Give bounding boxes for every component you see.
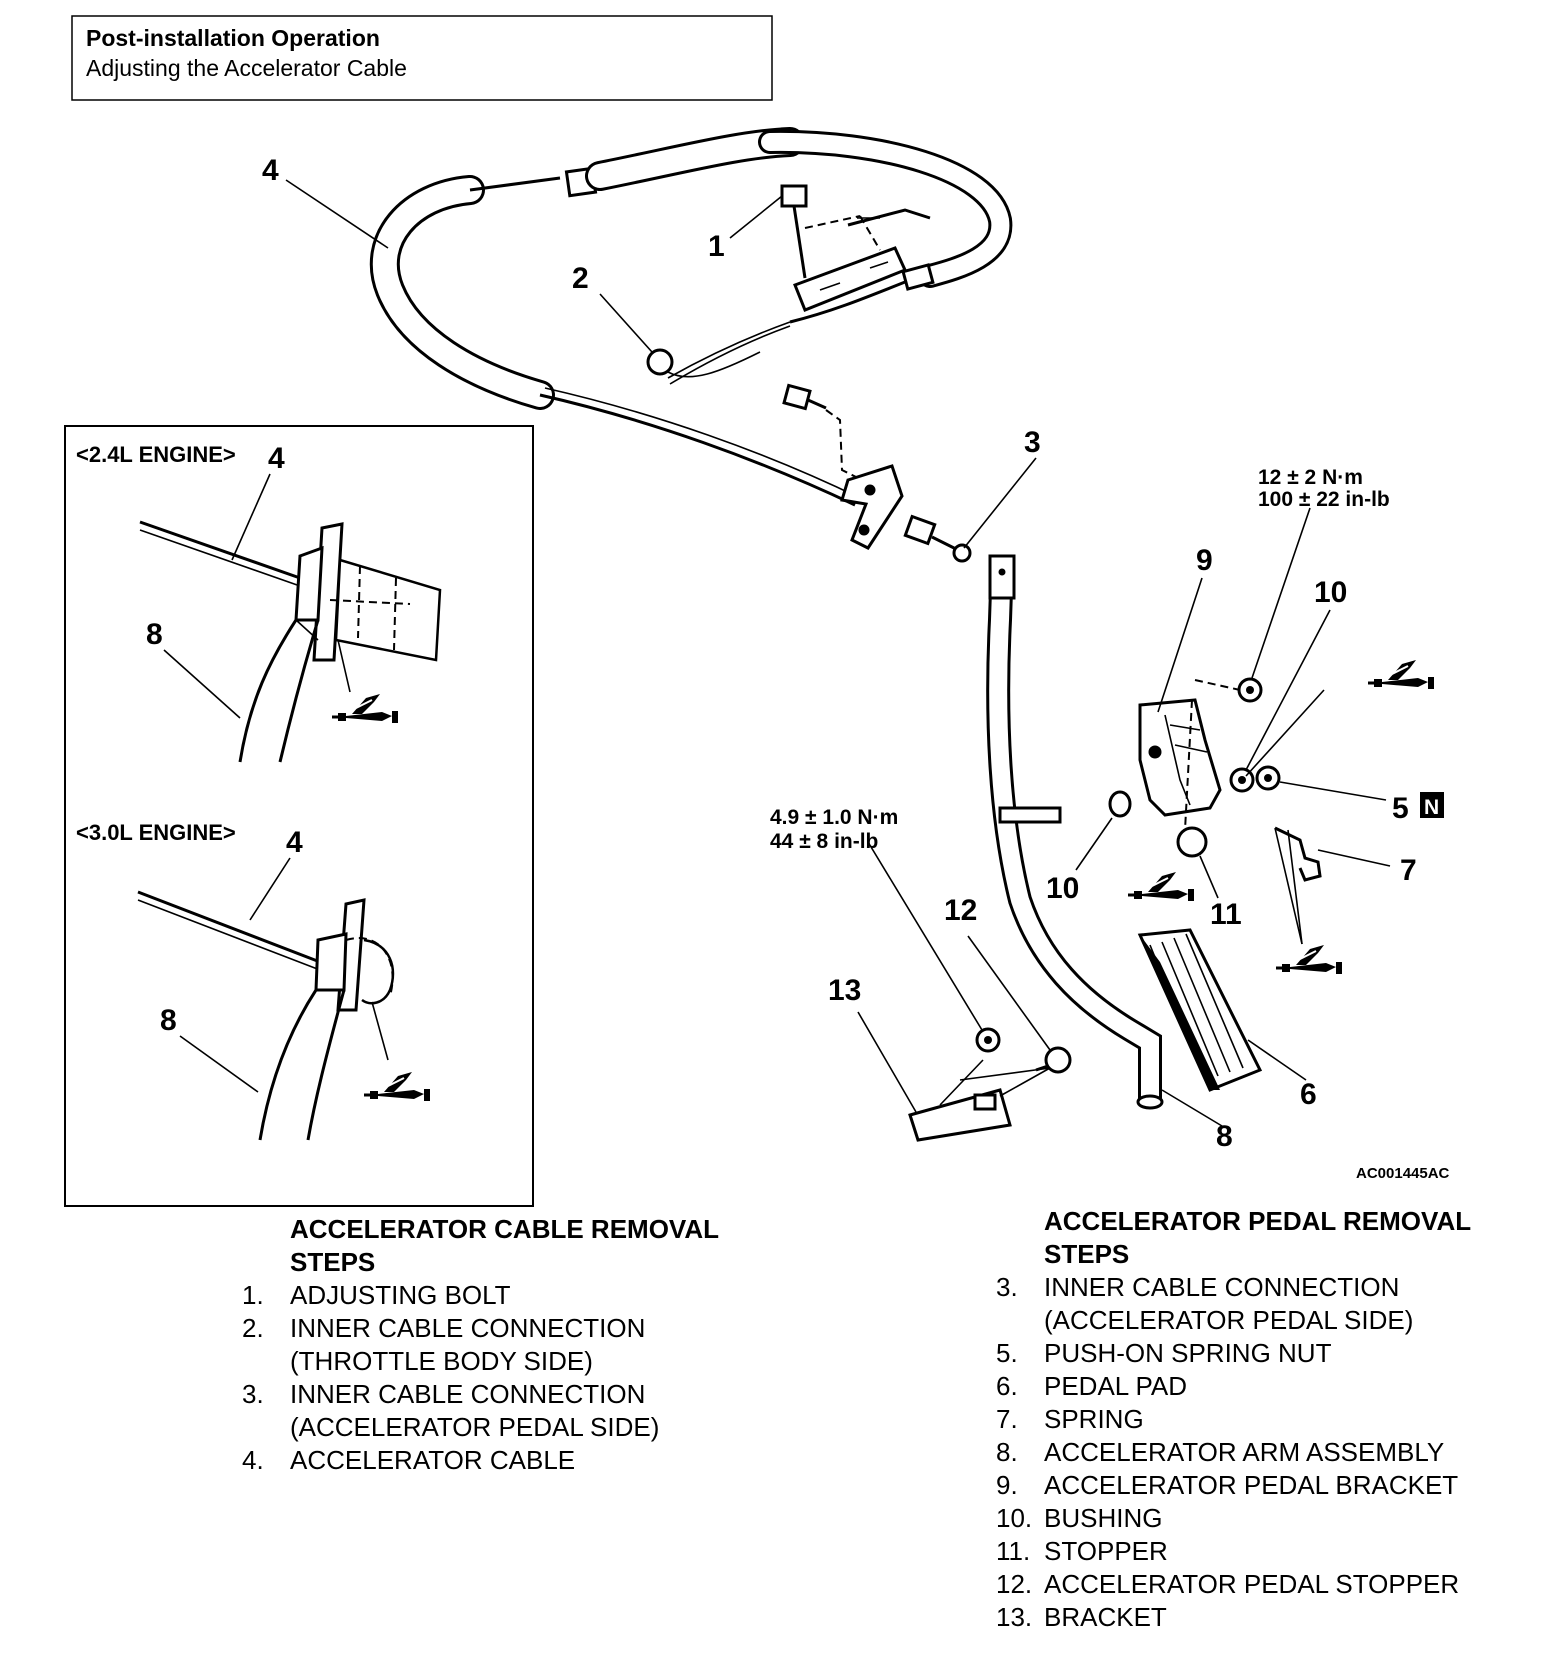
callout-10-upper: 10	[1314, 576, 1347, 609]
torque-lower-metric: 4.9 ± 1.0 N·m	[770, 806, 898, 829]
callout-3: 3	[1024, 426, 1041, 459]
inset-3.0l-callout-4: 4	[286, 826, 303, 859]
adjusting-bolt-and-bracket	[780, 184, 931, 312]
grease-gun-icon	[1274, 943, 1344, 976]
cable-step-number: 1.	[242, 1280, 264, 1310]
pedal-step-number: 6.	[996, 1371, 1018, 1401]
inset-3.0l-callout-8: 8	[160, 1004, 177, 1037]
pedal-step-text: BRACKET	[1044, 1602, 1167, 1632]
cable-removal-steps: ACCELERATOR CABLE REMOVAL STEPS 1. ADJUS…	[242, 1214, 719, 1475]
cable-step-text: INNER CABLE CONNECTION	[290, 1313, 645, 1343]
cable-step-text: ADJUSTING BOLT	[290, 1280, 511, 1310]
pedal-step-number: 7.	[996, 1404, 1018, 1434]
pedal-removal-title-line1: ACCELERATOR PEDAL REMOVAL	[1044, 1206, 1471, 1236]
callout-13: 13	[828, 974, 861, 1007]
pedal-step-text: ACCELERATOR PEDAL BRACKET	[1044, 1470, 1458, 1500]
callout-7: 7	[1400, 854, 1417, 887]
pedal-step-number: 10.	[996, 1503, 1032, 1533]
torque-upper-imperial: 100 ± 22 in-lb	[1258, 488, 1390, 511]
pedal-step-number: 5.	[996, 1338, 1018, 1368]
cable-step-text: INNER CABLE CONNECTION	[290, 1379, 645, 1409]
accelerator-pedal-stopper	[1044, 1046, 1072, 1074]
cable-step-number: 3.	[242, 1379, 264, 1409]
callout-12: 12	[944, 894, 977, 927]
cable-step-text: (ACCELERATOR PEDAL SIDE)	[290, 1412, 659, 1442]
inset-2.4l-callout-8: 8	[146, 618, 163, 651]
accelerator-arm-assembly	[986, 554, 1164, 1110]
pedal-step-text: PEDAL PAD	[1044, 1371, 1187, 1401]
push-on-spring-nut	[1255, 765, 1281, 791]
header-title: Post-installation Operation	[86, 25, 380, 51]
engine-inset: <2.4L ENGINE> 4 8 <3.0L ENGINE> 4 8	[64, 425, 534, 1207]
stopper	[1176, 826, 1208, 858]
pedal-step-number: 13.	[996, 1602, 1032, 1632]
callout-4: 4	[262, 154, 279, 187]
pedal-step-text: ACCELERATOR PEDAL STOPPER	[1044, 1569, 1459, 1599]
figure-code: AC001445AC	[1356, 1165, 1450, 1182]
callout-11: 11	[1210, 898, 1242, 931]
pedal-step-text: STOPPER	[1044, 1536, 1168, 1566]
accelerator-cable	[369, 127, 1013, 507]
grease-gun-icon	[1126, 870, 1196, 903]
pedal-step-number: 11.	[996, 1536, 1030, 1566]
pedal-step-number: 8.	[996, 1437, 1018, 1467]
cable-removal-title-line1: ACCELERATOR CABLE REMOVAL	[290, 1214, 719, 1244]
pedal-step-number: 12.	[996, 1569, 1032, 1599]
callout-8: 8	[1216, 1120, 1233, 1153]
new-part-badge-label: N	[1424, 796, 1439, 819]
pedal-step-text: INNER CABLE CONNECTION	[1044, 1272, 1399, 1302]
pedal-stopper-bracket	[908, 1027, 1072, 1142]
callout-2: 2	[572, 262, 589, 295]
pedal-removal-steps: ACCELERATOR PEDAL REMOVAL STEPS 3. INNER…	[996, 1206, 1471, 1632]
bracket-hardware	[1108, 677, 1281, 858]
inset-2.4l-title: <2.4L ENGINE>	[76, 442, 236, 467]
header-subtitle: Adjusting the Accelerator Cable	[86, 55, 407, 81]
cable-clamp	[782, 383, 972, 563]
bushing-left	[1108, 790, 1132, 818]
cable-step-text: ACCELERATOR CABLE	[290, 1445, 575, 1475]
callout-9: 9	[1196, 544, 1213, 577]
accelerator-pedal-bracket	[1138, 679, 1241, 831]
pedal-removal-title-line2: STEPS	[1044, 1239, 1129, 1269]
inner-cable-end-throttle	[646, 348, 761, 378]
pedal-step-text: BUSHING	[1044, 1503, 1162, 1533]
pedal-pad	[1137, 928, 1263, 1092]
cable-step-number: 2.	[242, 1313, 264, 1343]
spring	[1274, 826, 1322, 945]
header-box: Post-installation Operation Adjusting th…	[71, 15, 773, 101]
pedal-stopper-nut	[975, 1027, 1001, 1053]
pedal-step-text: ACCELERATOR ARM ASSEMBLY	[1044, 1437, 1444, 1467]
callout-6: 6	[1300, 1078, 1317, 1111]
callout-10-lower: 10	[1046, 872, 1079, 905]
torque-lower-imperial: 44 ± 8 in-lb	[770, 830, 878, 853]
pedal-step-text: SPRING	[1044, 1404, 1144, 1434]
cable-removal-title-line2: STEPS	[290, 1247, 375, 1277]
leader-lines	[285, 179, 1391, 1127]
cable-step-number: 4.	[242, 1445, 264, 1475]
pedal-step-number: 9.	[996, 1470, 1018, 1500]
pedal-step-text: PUSH-ON SPRING NUT	[1044, 1338, 1332, 1368]
callout-5: 5	[1392, 792, 1409, 825]
grease-gun-icon	[1366, 658, 1436, 691]
inset-3.0l-title: <3.0L ENGINE>	[76, 820, 236, 845]
new-part-badge	[1420, 792, 1444, 818]
cable-step-text: (THROTTLE BODY SIDE)	[290, 1346, 593, 1376]
torque-upper-metric: 12 ± 2 N·m	[1258, 466, 1363, 489]
pedal-step-text: (ACCELERATOR PEDAL SIDE)	[1044, 1305, 1413, 1335]
inset-2.4l-callout-4: 4	[268, 442, 285, 475]
pedal-step-number: 3.	[996, 1272, 1018, 1302]
bracket-nut	[1237, 677, 1263, 703]
callout-1: 1	[708, 230, 725, 263]
